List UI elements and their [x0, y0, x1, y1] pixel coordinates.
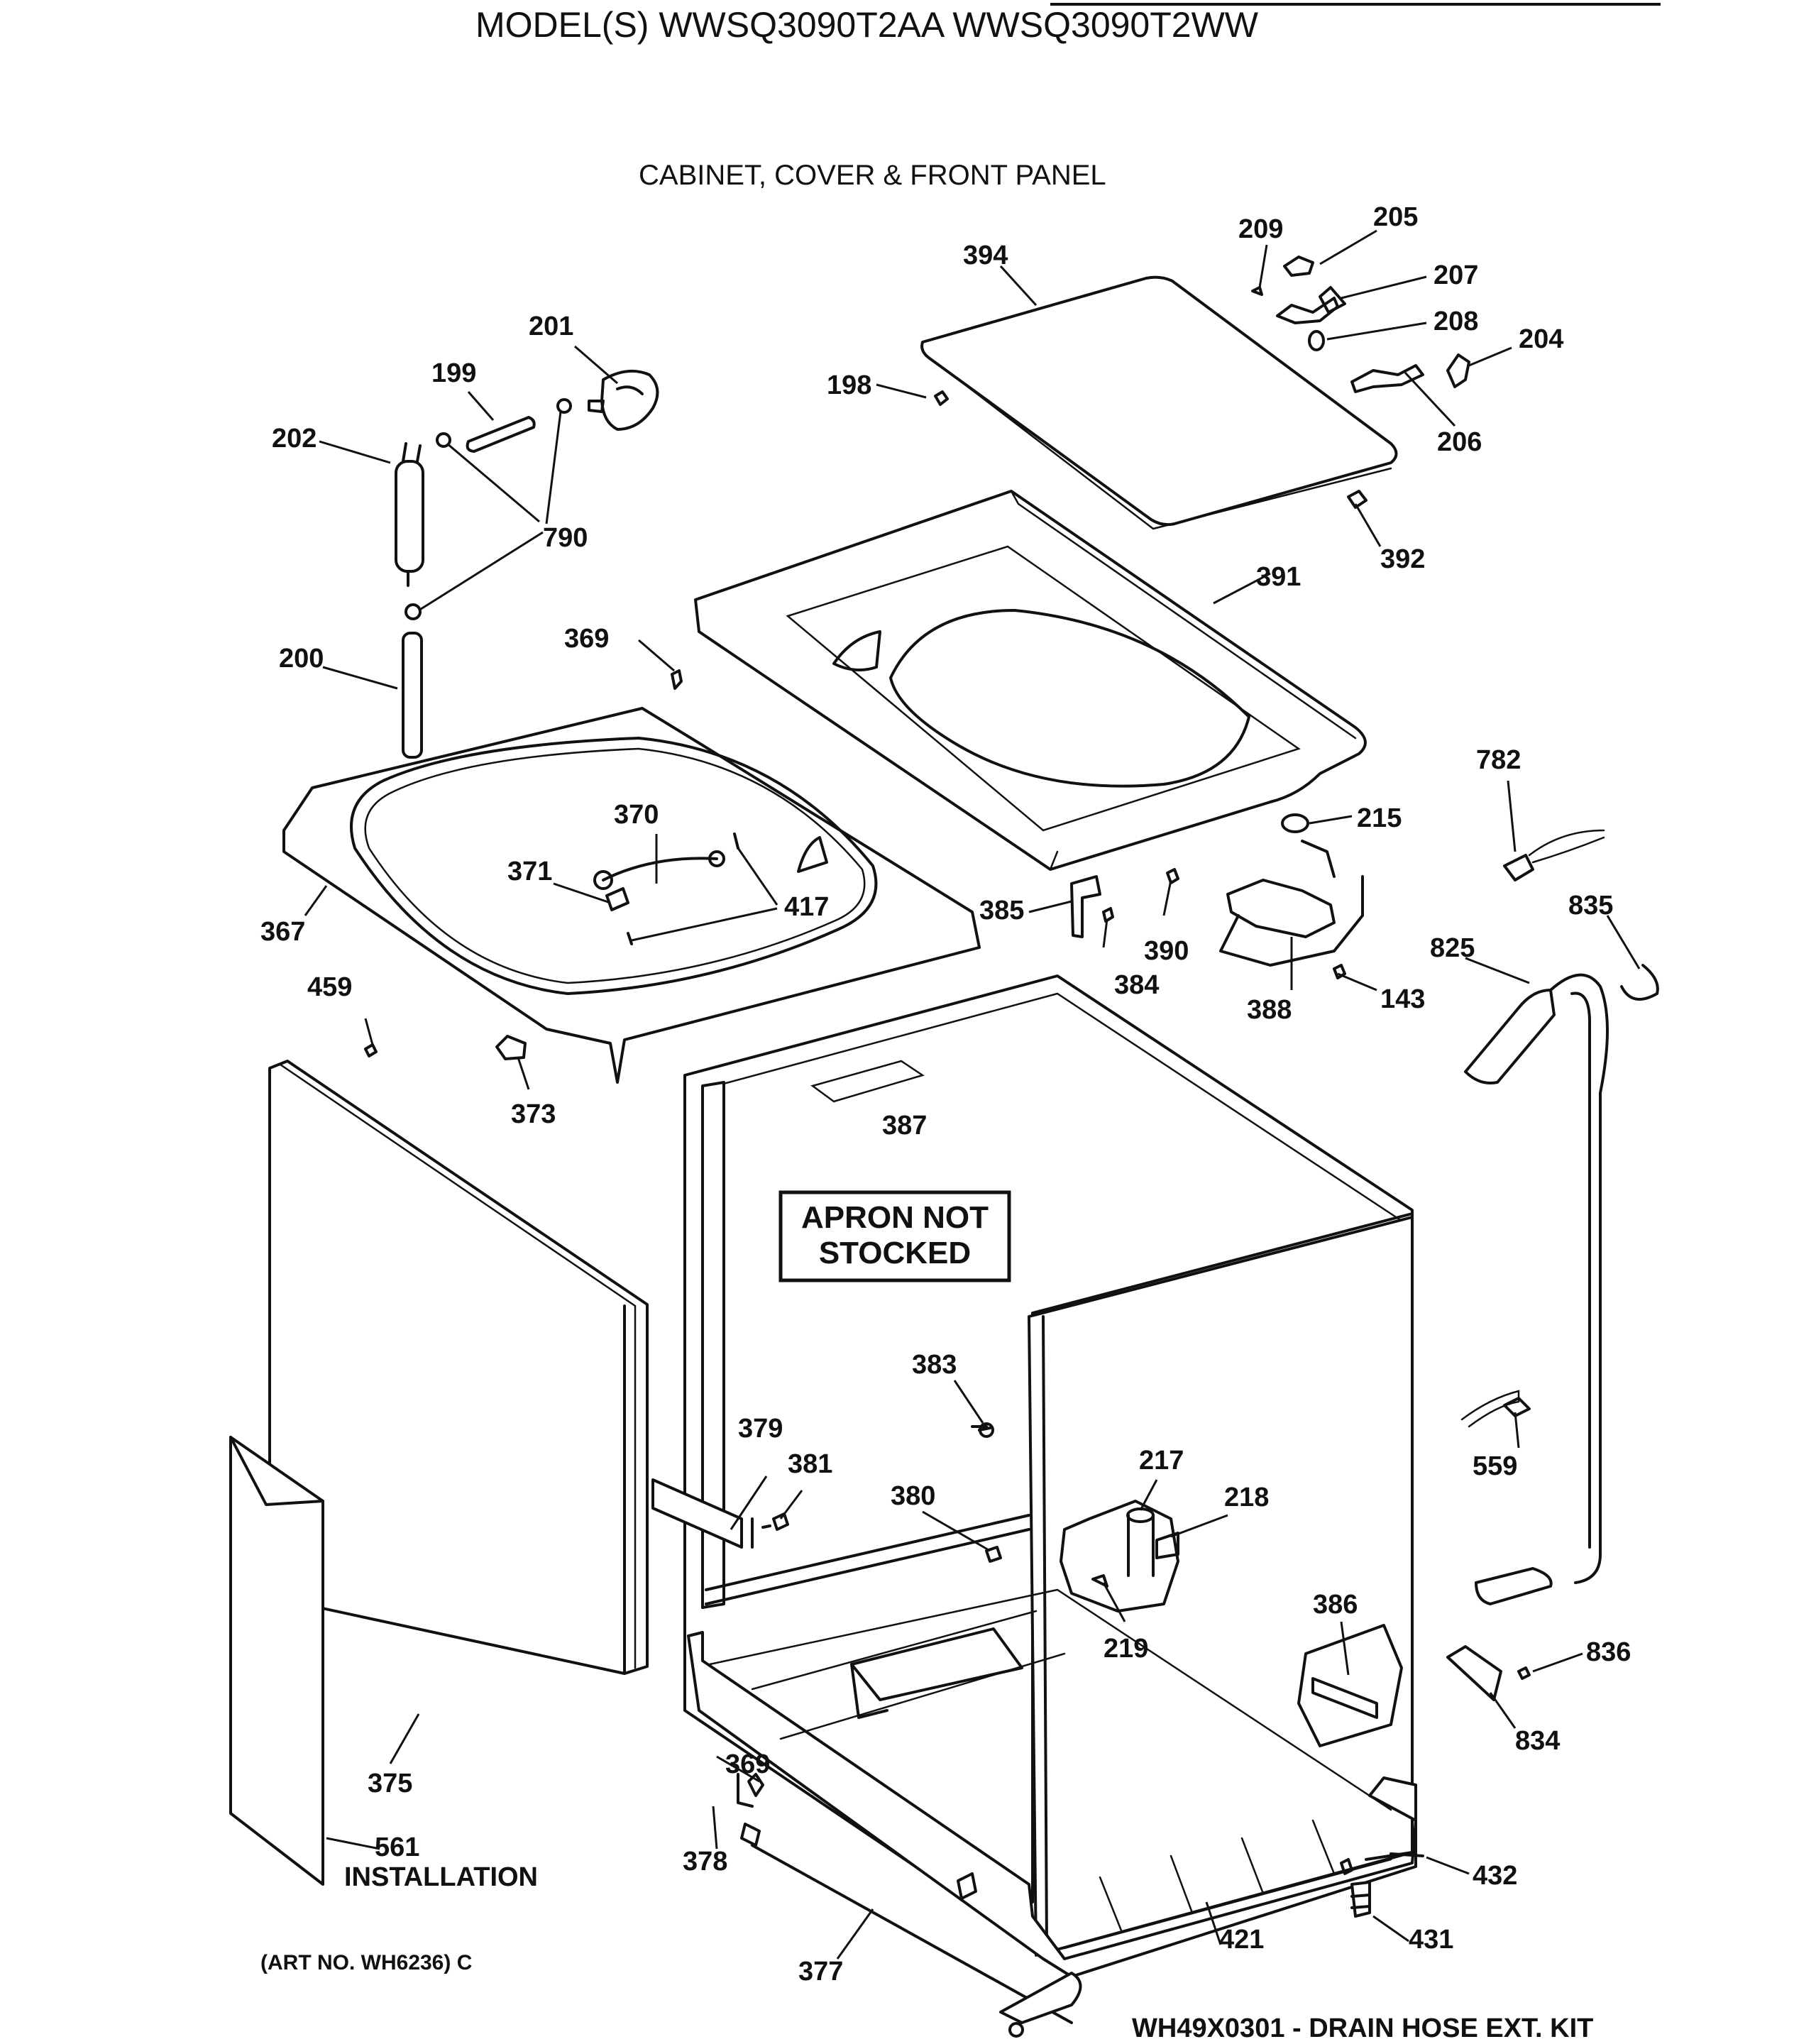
callout-390: 390 — [1144, 936, 1189, 966]
cabinet-body: APRON NOT STOCKED — [651, 974, 1414, 1957]
callout-369-top: 369 — [564, 624, 609, 654]
callout-391: 391 — [1256, 562, 1301, 592]
callout-459: 459 — [307, 972, 352, 1002]
callout-371: 371 — [507, 857, 552, 886]
callout-207: 207 — [1433, 260, 1478, 290]
top-frame-367 — [282, 669, 981, 1084]
callout-202: 202 — [272, 424, 317, 454]
lid-switch-assembly — [395, 369, 659, 759]
callout-206: 206 — [1437, 427, 1482, 457]
callout-782: 782 — [1476, 745, 1521, 775]
callout-370: 370 — [614, 800, 659, 830]
callout-380: 380 — [891, 1481, 935, 1511]
callout-215: 215 — [1357, 803, 1402, 833]
notice-line-2: STOCKED — [819, 1236, 971, 1270]
art-number: (ART NO. WH6236) C — [260, 1951, 472, 1974]
callout-200: 200 — [279, 644, 324, 674]
lid-hinge-hardware — [934, 256, 1470, 509]
top-cover-391 — [694, 490, 1367, 871]
cabinet-hardware — [737, 813, 1424, 2038]
model-numbers: MODEL(S) WWSQ3090T2AA WWSQ3090T2WW — [475, 5, 1259, 45]
callout-417: 417 — [784, 892, 829, 922]
callout-387: 387 — [882, 1111, 927, 1141]
callout-375: 375 — [368, 1769, 412, 1798]
drain-hose-kit: WH49X0301 - DRAIN HOSE EXT. KIT — [1132, 2013, 1593, 2043]
callout-377: 377 — [798, 1957, 843, 1987]
callout-835: 835 — [1568, 891, 1613, 921]
section-title: CABINET, COVER & FRONT PANEL — [639, 160, 1106, 191]
callout-204: 204 — [1519, 324, 1563, 354]
callout-198: 198 — [827, 370, 871, 400]
callout-836: 836 — [1586, 1637, 1631, 1667]
callout-386: 386 — [1313, 1590, 1358, 1620]
callout-381: 381 — [788, 1449, 832, 1479]
installation-envelope-561 — [229, 1436, 324, 1886]
side-panel-375 — [268, 1060, 649, 1675]
callout-383: 383 — [912, 1350, 957, 1380]
callout-installation: INSTALLATION — [344, 1862, 538, 1892]
callout-561: 561 — [375, 1833, 419, 1862]
callout-217: 217 — [1139, 1446, 1184, 1476]
callout-199: 199 — [431, 358, 476, 388]
callout-205: 205 — [1373, 202, 1418, 232]
callout-559: 559 — [1473, 1451, 1517, 1481]
callout-201: 201 — [529, 312, 573, 341]
callout-392: 392 — [1380, 544, 1425, 574]
callout-825: 825 — [1430, 933, 1475, 963]
callout-219: 219 — [1104, 1634, 1148, 1664]
notice-line-1: APRON NOT — [801, 1200, 989, 1235]
callout-209: 209 — [1238, 214, 1283, 244]
callout-208: 208 — [1433, 307, 1478, 336]
lid-394 — [920, 275, 1398, 530]
callout-385: 385 — [979, 896, 1024, 925]
callout-790: 790 — [543, 523, 588, 553]
callout-378: 378 — [683, 1847, 727, 1877]
base-frame — [687, 1588, 1417, 1978]
callout-367: 367 — [260, 917, 305, 947]
callout-432: 432 — [1473, 1861, 1517, 1891]
callout-384: 384 — [1114, 970, 1159, 1000]
callout-labels: 209 205 394 207 208 204 201 199 198 206 … — [260, 202, 1631, 1987]
callout-369-bottom: 369 — [725, 1749, 770, 1779]
callout-394: 394 — [963, 241, 1008, 270]
callout-143: 143 — [1380, 984, 1425, 1014]
callout-431: 431 — [1409, 1925, 1453, 1955]
callout-218: 218 — [1224, 1483, 1269, 1512]
notice-box — [778, 1190, 1011, 1282]
callout-388: 388 — [1247, 995, 1292, 1025]
callout-373: 373 — [511, 1099, 556, 1129]
callout-834: 834 — [1515, 1726, 1560, 1756]
leader-lines — [304, 229, 1641, 1960]
callout-379: 379 — [738, 1414, 783, 1444]
drain-hose-parts — [1446, 829, 1659, 1701]
callout-421: 421 — [1219, 1925, 1264, 1955]
